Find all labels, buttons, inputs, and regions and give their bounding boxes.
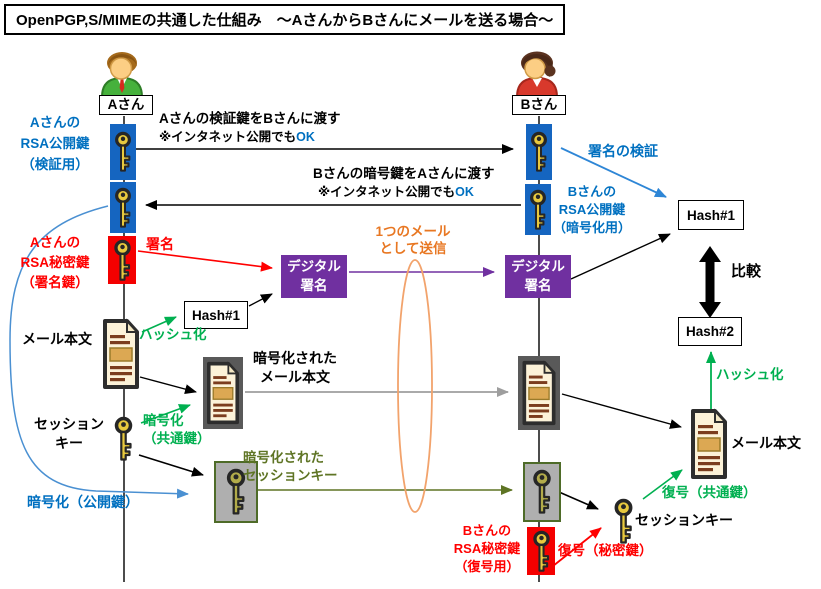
arrow-mail-to-encrypted xyxy=(139,376,197,394)
label-internet-ok-2-ok: OK xyxy=(455,185,474,199)
label-hashing-a: ハッシュ化 xyxy=(139,327,207,342)
actor-b-tag: Bさん xyxy=(512,95,566,115)
label-internet-ok-2-text: ※インタネット公開でも xyxy=(318,185,456,199)
label-one-mail: 1つのメール として送信 xyxy=(375,224,451,256)
person-b-icon xyxy=(515,51,559,98)
label-decrypt-common: 復号（共通鍵） xyxy=(662,485,757,500)
key-b-encrypted-session-icon xyxy=(523,462,561,522)
arrow-signature-verify xyxy=(560,147,667,198)
hash1-a-box: Hash#1 xyxy=(184,301,248,329)
doc-encrypted-mail-a-icon xyxy=(203,357,243,429)
hash2-box: Hash#2 xyxy=(678,317,742,346)
label-encrypt-common: 暗号化 （共通鍵） xyxy=(143,413,211,446)
label-internet-ok-1-text: ※インタネット公開でも xyxy=(159,130,297,144)
label-decrypt-secret: 復号（秘密鍵） xyxy=(558,543,653,558)
arrow-session-to-encrypted xyxy=(138,454,204,477)
label-encrypt-public: 暗号化（公開鍵） xyxy=(27,494,139,510)
arrow-decrypt-secret xyxy=(552,527,602,567)
arrow-encrypt-common xyxy=(140,404,191,424)
label-a-public-key: Aさんの RSA公開鍵 （検証用） xyxy=(20,115,90,172)
key-a-verify-public-icon xyxy=(110,124,136,180)
arrow-decrypt-common xyxy=(642,469,683,500)
arrow-hashing-a xyxy=(141,316,177,333)
label-encrypted-mail: 暗号化された メール本文 xyxy=(253,350,337,385)
doc-encrypted-mail-b-icon xyxy=(518,356,560,430)
key-b-received-verify-icon xyxy=(526,124,552,180)
label-compare: 比較 xyxy=(731,263,762,280)
key-b-private-icon xyxy=(527,527,555,575)
arrow-signature-to-hash1b xyxy=(570,233,671,280)
label-b-private-key: Bさんの RSA秘密鍵 （復号用） xyxy=(453,523,521,574)
key-a-session-icon xyxy=(108,415,138,463)
label-pass-verify-key: Aさんの検証鍵をBさんに渡す xyxy=(159,111,341,126)
arrow-sign xyxy=(137,250,273,272)
compare-double-arrow xyxy=(699,246,721,318)
key-b-session-icon xyxy=(608,496,638,546)
arrow-encsession-to-session xyxy=(558,491,599,510)
label-pass-encrypt-key: Bさんの暗号鍵をAさんに渡す xyxy=(313,166,495,181)
label-internet-ok-2: ※インタネット公開でもOK xyxy=(318,184,474,200)
key-a-received-public-icon xyxy=(110,182,136,233)
key-a-encrypted-session-icon xyxy=(214,461,258,523)
actor-a-tag: Aさん xyxy=(99,95,153,115)
label-session-key-a: セッション キー xyxy=(34,416,104,451)
doc-mail-b-icon xyxy=(690,408,728,480)
arrow-hash1-to-signature xyxy=(248,293,273,307)
label-encrypted-session-key: 暗号化された セッションキー xyxy=(243,450,338,483)
label-internet-ok-1: ※インタネット公開でもOK xyxy=(159,129,315,145)
one-mail-ellipse xyxy=(397,259,433,513)
label-mail-body-a: メール本文 xyxy=(22,331,92,347)
doc-mail-a-icon xyxy=(102,316,140,392)
hash1-b-box: Hash#1 xyxy=(678,200,744,230)
label-hashing-b: ハッシュ化 xyxy=(716,367,784,382)
arrow-encrypt-public-curve xyxy=(9,205,189,499)
label-sign: 署名 xyxy=(146,236,174,252)
label-session-key-b: セッションキー xyxy=(635,512,733,528)
label-internet-ok-1-ok: OK xyxy=(296,130,315,144)
arrow-encrypted-mail-to-mail xyxy=(561,393,682,429)
label-a-private-key: Aさんの RSA秘密鍵 （署名鍵） xyxy=(20,235,90,290)
label-mail-body-b: メール本文 xyxy=(731,435,801,451)
key-b-encrypt-public-icon xyxy=(525,184,551,235)
digital-signature-b-box: デジタル 署名 xyxy=(505,255,571,298)
person-a-icon xyxy=(100,52,144,98)
label-b-public-key: Bさんの RSA公開鍵 （暗号化用） xyxy=(552,184,631,235)
key-a-private-icon xyxy=(108,236,136,284)
page-title: OpenPGP,S/MIMEの共通した仕組み ～AさんからBさんにメールを送る場… xyxy=(4,4,566,35)
digital-signature-a-box: デジタル 署名 xyxy=(281,255,347,298)
label-signature-verify: 署名の検証 xyxy=(588,143,658,159)
